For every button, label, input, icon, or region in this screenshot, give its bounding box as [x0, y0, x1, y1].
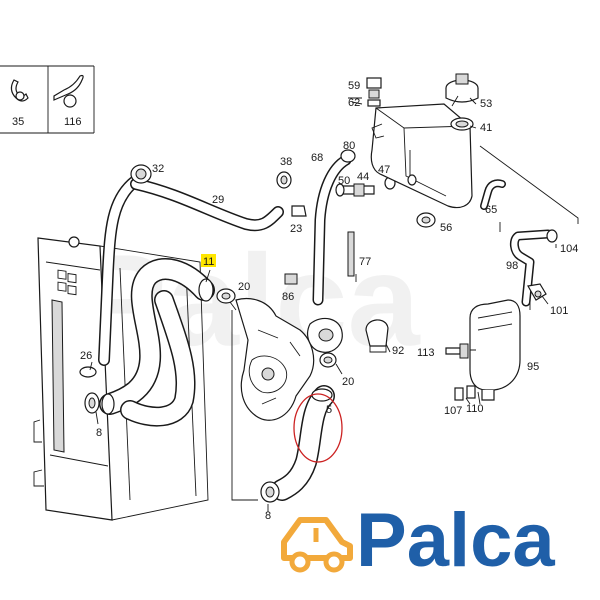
- legend-box: 35 116: [0, 65, 95, 134]
- part-label-44: 44: [357, 171, 369, 183]
- part-label-47: 47: [378, 164, 390, 176]
- part-label-113: 113: [417, 347, 435, 359]
- part-label-8-bottom: 8: [265, 510, 271, 522]
- part-86: [284, 273, 298, 285]
- part-label-20-lower: 20: [342, 376, 354, 388]
- clamp-8-bottom: [260, 481, 280, 503]
- clamp-8-left: [84, 392, 100, 414]
- part-77: [347, 231, 355, 277]
- hose-68: [312, 154, 352, 306]
- water-pump-housing: [235, 297, 343, 421]
- part-label-38: 38: [280, 156, 292, 168]
- part-56-bolt: [407, 174, 417, 186]
- part-label-53: 53: [480, 98, 492, 110]
- palca-logo: Palca: [281, 498, 555, 583]
- hose-65: [480, 179, 506, 210]
- part-label-86: 86: [282, 291, 294, 303]
- clip-116-icon: [53, 74, 84, 101]
- part-label-68: 68: [311, 152, 323, 164]
- hose-11: [99, 257, 215, 415]
- part-label-41: 41: [480, 122, 492, 134]
- part-label-65: 65: [485, 204, 497, 216]
- part-label-110: 110: [466, 403, 484, 415]
- hose-29: [98, 176, 284, 366]
- expansion-tank: [370, 103, 473, 209]
- part-label-20-upper: 20: [238, 281, 250, 293]
- cap-53: [445, 73, 479, 103]
- part-23: [291, 205, 307, 217]
- part-label-92: 92: [392, 345, 404, 357]
- part-label-50: 50: [338, 175, 350, 187]
- logo-text: Palca: [356, 498, 555, 583]
- part-label-80: 80: [343, 140, 355, 152]
- bracket-92: [365, 319, 389, 353]
- sensor-50-44: [335, 183, 375, 197]
- part-label-11: 11: [203, 256, 214, 268]
- clamp-104: [546, 229, 558, 243]
- part-32: [130, 164, 152, 184]
- part-107-110: [454, 385, 476, 401]
- part-label-32: 32: [152, 163, 164, 175]
- bolt-113: [445, 343, 469, 359]
- part-labels: 59 62 53 41 80 68 38 47 50 44 32 29 23 5…: [80, 80, 578, 522]
- part-label-5: 5: [326, 404, 332, 416]
- part-80: [340, 149, 356, 163]
- part-56: [416, 212, 436, 228]
- legend-label-116: 116: [64, 116, 82, 128]
- part-label-29: 29: [212, 194, 224, 206]
- part-label-62: 62: [348, 97, 360, 109]
- radiator: [33, 236, 209, 521]
- part-101: [527, 283, 547, 301]
- part-label-77: 77: [359, 256, 371, 268]
- cap-41: [450, 117, 474, 131]
- clamp-20-upper: [216, 288, 236, 304]
- part-38: [276, 171, 292, 189]
- hose-8-left: [120, 290, 196, 427]
- part-label-8-left: 8: [96, 427, 102, 439]
- clamp-26: [79, 366, 97, 378]
- part-label-23: 23: [290, 223, 302, 235]
- part-59-62: [366, 77, 382, 107]
- part-label-98: 98: [506, 260, 518, 272]
- hose-98: [509, 229, 553, 307]
- car-icon: [281, 517, 353, 573]
- part-label-95: 95: [527, 361, 539, 373]
- reservoir-95: [469, 299, 521, 401]
- part-label-59: 59: [348, 80, 360, 92]
- part-11-highlight: [201, 254, 216, 267]
- part-label-56: 56: [440, 222, 452, 234]
- clamp-20-lower: [319, 352, 337, 368]
- legend-label-35: 35: [12, 116, 24, 128]
- part-label-104: 104: [560, 243, 578, 255]
- part-label-107: 107: [444, 405, 462, 417]
- part-label-101: 101: [550, 305, 568, 317]
- part-5-circle-marker: [293, 393, 343, 463]
- leader-lines: [89, 95, 579, 512]
- part-label-26: 26: [80, 350, 92, 362]
